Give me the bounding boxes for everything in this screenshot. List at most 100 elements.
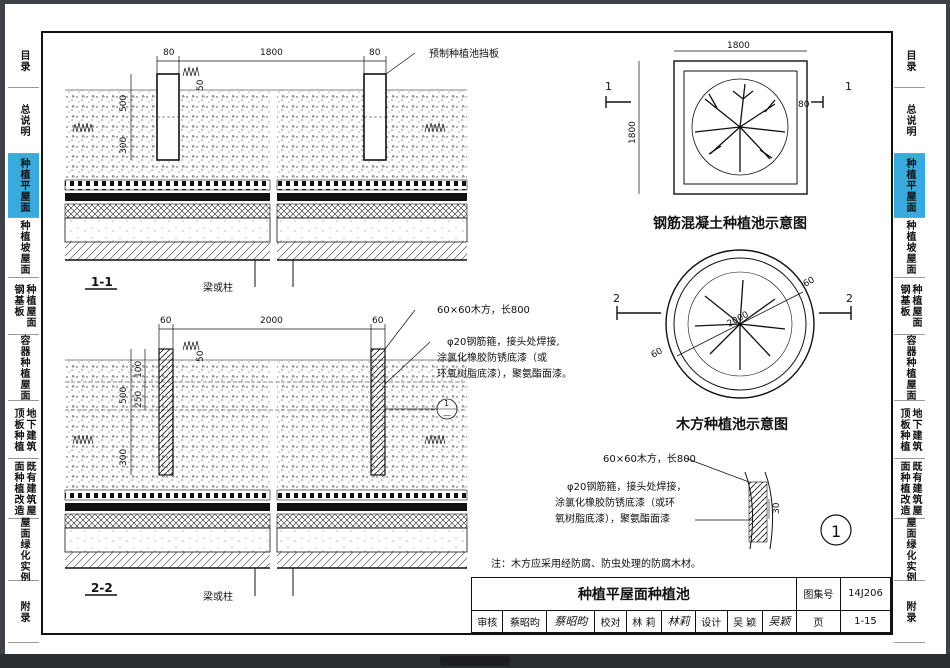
detail-dim: 30 (772, 502, 782, 514)
left-tab-3[interactable]: 种植坡屋面 (8, 218, 39, 278)
dim-1-1-v300: 300 (119, 137, 129, 154)
tab-label: 屋面绿化实例 (904, 516, 915, 583)
tab-label-group: 目录 (18, 50, 29, 72)
circle-dim-t1: 60 (802, 275, 817, 289)
section-label-1-1: 1-1 (91, 275, 113, 289)
note-steel-2-line3: 环氧树脂底漆），聚氨酯面漆。 (437, 367, 572, 380)
title-block: 种植平屋面种植池 图集号 14J206 审核 蔡昭昀 蔡昭昀 校对 林 莉 林莉… (470, 577, 892, 634)
dim-2-2-mid: 2000 (260, 316, 283, 326)
tab-label-group: 种植平屋面 (18, 158, 29, 213)
review-label: 审核 (470, 609, 504, 634)
tree-icon-2 (694, 279, 786, 370)
square-dim-top: 1800 (727, 41, 750, 51)
dim-1-1-right: 80 (369, 48, 381, 58)
tab-label: 附录 (904, 600, 915, 623)
tab-label: 目录 (18, 49, 29, 72)
tab-label-group: 地下建筑顶板种植 (898, 408, 921, 452)
tab-label: 顶板种植 (12, 407, 23, 452)
left-tab-0[interactable]: 目录 (8, 34, 39, 88)
tab-label-group: 附录 (904, 601, 915, 623)
dim-2-2-v300: 300 (119, 449, 129, 466)
atlas-number: 14J206 (839, 577, 892, 611)
left-tab-2[interactable]: 种植平屋面 (8, 154, 39, 218)
tab-label: 种植屋面 (910, 284, 921, 328)
tab-label: 容器种植屋面 (904, 334, 915, 401)
tab-label-group: 种植平屋面 (904, 158, 915, 213)
note-steel-2-line1: φ20钢筋箍，接头处焊接, (447, 335, 560, 348)
square-dim-side: 1800 (628, 121, 638, 144)
left-tab-8[interactable]: 屋面绿化实例 (8, 517, 39, 583)
drawing-sheet: 目录总说明种植平屋面种植坡屋面种植屋面钢基板容器种植屋面地下建筑顶板种植既有建筑… (5, 4, 946, 654)
tab-label-group: 屋面绿化实例 (18, 517, 29, 583)
check-signature: 林莉 (661, 609, 697, 634)
plan-square-planter: 1800 1800 80 1 1 钢筋混凝土种植池示意图 (605, 41, 852, 232)
tab-label-group: 既有建筑屋面种植改造 (898, 461, 921, 516)
check-label: 校对 (594, 609, 627, 634)
right-tab-4[interactable]: 种植屋面钢基板 (894, 278, 925, 335)
tab-label-group: 屋面绿化实例 (904, 517, 915, 583)
left-tab-6[interactable]: 地下建筑顶板种植 (8, 401, 39, 459)
dim-2-2-left: 60 (160, 316, 172, 326)
detail-note-steel-2: 涂氯化橡胶防锈底漆（或环 (555, 496, 675, 509)
right-tab-6[interactable]: 地下建筑顶板种植 (894, 401, 925, 459)
right-tab-9[interactable]: 附录 (894, 581, 925, 643)
dim-2-2-v250: 250 (134, 391, 144, 408)
tab-label: 地下建筑 (24, 407, 35, 452)
left-tab-9[interactable]: 附录 (8, 581, 39, 643)
left-tab-7[interactable]: 既有建筑屋面种植改造 (8, 459, 39, 519)
right-tab-0[interactable]: 目录 (894, 34, 925, 88)
viewer-scroll-grip[interactable] (440, 656, 510, 666)
circle-cut-left: 2 (613, 292, 620, 305)
left-tab-4[interactable]: 种植屋面钢基板 (8, 278, 39, 335)
tab-label: 种植平屋面 (18, 158, 29, 213)
tab-label: 顶板种植 (898, 407, 909, 452)
plan-circle-planter: 2000 60 60 2 2 木方种植池示意图 (613, 249, 853, 433)
tab-label: 面种植改造 (898, 461, 909, 516)
tab-label: 既有建筑屋 (24, 461, 35, 516)
tab-label-group: 种植坡屋面 (18, 220, 29, 275)
tab-label: 附录 (18, 600, 29, 623)
right-tab-8[interactable]: 屋面绿化实例 (894, 517, 925, 583)
design-name: 吴 颖 (726, 609, 763, 634)
detail-note-steel-3: 氧树脂底漆），聚氨酯面漆 (555, 512, 670, 525)
drawing-note: 注：木方应采用经防腐、防虫处理的防腐木材。 (491, 557, 701, 570)
review-signature: 蔡昭昀 (546, 609, 596, 634)
drawing-title: 种植平屋面种植池 (471, 577, 797, 611)
dim-2-2-right: 60 (372, 316, 384, 326)
right-tab-3[interactable]: 种植坡屋面 (894, 218, 925, 278)
tree-icon (694, 83, 786, 172)
tab-label: 屋面绿化实例 (18, 516, 29, 583)
left-tab-1[interactable]: 总说明 (8, 88, 39, 154)
square-cut-right: 1 (845, 80, 852, 93)
tab-label: 种植坡屋面 (904, 220, 915, 275)
tab-label: 地下建筑 (910, 407, 921, 452)
tab-label: 面种植改造 (12, 461, 23, 516)
right-tab-7[interactable]: 既有建筑屋面种植改造 (894, 459, 925, 519)
tab-label-group: 总说明 (904, 104, 915, 137)
right-tab-1[interactable]: 总说明 (894, 88, 925, 154)
detail-1: 30 60×60木方，长800 φ20钢筋箍，接头处焊接， 涂氯化橡胶防锈底漆（… (555, 452, 852, 550)
right-tab-2[interactable]: 种植平屋面 (894, 154, 925, 218)
dim-1-1-v50: 50 (196, 79, 206, 91)
tab-label: 种植平屋面 (904, 158, 915, 213)
beam-label-1: 梁或柱 (203, 281, 233, 294)
check-name: 林 莉 (625, 609, 663, 634)
page-label: 页 (795, 609, 841, 634)
detail-marker-top: 1 (444, 399, 449, 408)
caption-wood-planter: 木方种植池示意图 (675, 416, 788, 433)
detail-number-circle (820, 514, 852, 546)
tab-label: 种植坡屋面 (18, 220, 29, 275)
tab-label-group: 容器种植屋面 (904, 335, 915, 401)
dim-2-2-v100: 100 (134, 361, 144, 378)
tab-label: 种植屋面 (24, 284, 35, 328)
right-tab-5[interactable]: 容器种植屋面 (894, 335, 925, 401)
tab-label-group: 容器种植屋面 (18, 335, 29, 401)
beam-label-2: 梁或柱 (203, 590, 233, 603)
tab-label-group: 附录 (18, 601, 29, 623)
circle-dim-t2: 60 (650, 346, 665, 360)
section-1-1: 80 1800 80 500 300 50 预制种植池挡板 梁或柱 1-1 (64, 47, 499, 294)
note-steel-2-line2: 涂氯化橡胶防锈底漆（或 (437, 351, 547, 364)
detail-note-steel-1: φ20钢筋箍，接头处焊接， (567, 480, 686, 493)
left-tab-5[interactable]: 容器种植屋面 (8, 335, 39, 401)
review-name: 蔡昭昀 (502, 609, 548, 634)
